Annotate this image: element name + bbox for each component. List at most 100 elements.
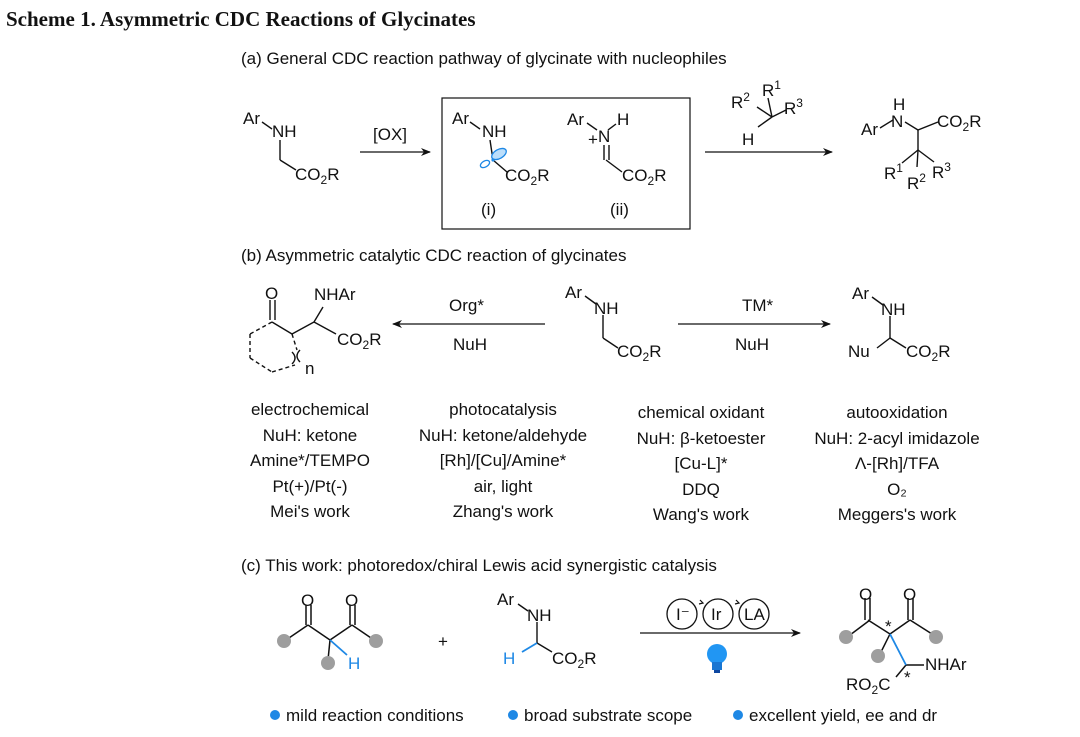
coupled-product [879,119,939,168]
radical-orbital-icon [479,147,507,169]
svg-text:O: O [265,284,278,303]
oxidant-label: [OX] [373,125,408,144]
right-nuh-label: NuH [735,335,770,354]
ch-bond [329,639,348,656]
svg-text:O: O [345,591,358,610]
svg-text:O: O [301,591,314,610]
svg-text:NH: NH [482,122,507,141]
glycinate-labels: Ar NH CO2R [243,109,339,187]
substituent-dot [321,656,335,670]
alpha-ch-bond [521,642,538,653]
column-line: O₂ [887,479,907,499]
column-line: NuH: 2-acyl imidazole [814,428,980,448]
svg-text:Ar: Ar [452,109,469,128]
column-line: Amine*/TEMPO [250,451,370,471]
svg-text:N: N [598,127,610,146]
svg-text:CO2R: CO2R [906,342,950,364]
svg-text:R2: R2 [731,90,750,112]
column-line: NuH: β-ketoester [636,428,766,448]
svg-text:Ar: Ar [567,110,584,129]
scheme-title: Scheme 1. Asymmetric CDC Reactions of Gl… [6,7,476,31]
svg-text:Ar: Ar [497,590,514,609]
column-line: Wang's work [652,505,750,525]
column-line: Mei's work [270,502,350,522]
substituent-dot [839,630,853,644]
column-line: Zhang's work [452,502,554,522]
feature-label: broad substrate scope [524,706,693,725]
column-chemical-oxidant: chemical oxidant NuH: β-ketoester [Cu-L]… [596,400,806,528]
svg-text:N: N [891,112,903,131]
svg-text:RO2C: RO2C [846,675,890,697]
svg-text:CO2R: CO2R [937,112,981,134]
bullet-icon [508,710,518,720]
bullet-icon [270,710,280,720]
svg-text:CO2R: CO2R [622,166,666,188]
svg-text:n: n [305,359,314,378]
svg-text:R3: R3 [784,96,803,118]
cycle-lewis-acid-label: LA [744,605,765,624]
svg-text:NHAr: NHAr [925,655,967,674]
svg-text:Ar: Ar [243,109,260,128]
section-c-heading: (c) This work: photoredox/chiral Lewis a… [241,556,717,575]
left-nuh-label: NuH [453,335,488,354]
column-line: air, light [473,476,533,496]
column-autooxidation: autooxidation NuH: 2-acyl imidazole Λ-[R… [792,400,1002,528]
substituent-dot [369,634,383,648]
new-cc-bond [889,633,907,666]
central-glycinate [584,295,619,349]
svg-text:CO2R: CO2R [505,166,549,188]
svg-text:+: + [588,130,598,149]
feature-item: broad substrate scope [508,706,692,726]
diketone-substrate [285,605,375,661]
cycle-iridium-label: Ir [711,605,722,624]
column-line: chemical oxidant [637,403,765,422]
feature-label: excellent yield, ee and dr [749,706,938,725]
svg-text:Nu: Nu [848,342,870,361]
column-line: Λ-[Rh]/TFA [854,454,940,474]
svg-text:NH: NH [272,122,297,141]
light-bulb-icon [707,644,727,673]
svg-text:NH: NH [527,606,552,625]
nucleophile-reagent [756,97,787,128]
svg-text:CO2R: CO2R [295,165,339,187]
column-line: Meggers's work [837,505,957,525]
svg-text:CO2R: CO2R [552,649,596,671]
plus-sign: + [438,632,448,651]
column-line: [Cu-L]* [674,454,728,474]
svg-text:O: O [859,585,872,604]
svg-text:NH: NH [881,300,906,319]
substituent-dot [277,634,291,648]
glycinate-reagent [517,603,553,653]
svg-text:H: H [617,110,629,129]
cyclic-ketone-product [249,300,337,373]
svg-text:R1: R1 [884,161,903,183]
column-line: NuH: ketone/aldehyde [418,425,588,445]
svg-text:H: H [742,130,754,149]
column-line: NuH: ketone [262,425,358,445]
column-line: Pt(+)/Pt(-) [272,476,348,496]
section-b-heading: (b) Asymmetric catalytic CDC reaction of… [241,246,627,265]
column-electrochemical: electrochemical NuH: ketone Amine*/TEMPO… [205,397,415,525]
svg-text:CO2R: CO2R [617,342,661,364]
column-line: autooxidation [846,403,948,422]
feature-label: mild reaction conditions [286,706,464,725]
intermediate-i-label: (i) [481,200,497,219]
intermediate-ii-label: (ii) [610,200,629,219]
svg-text:*: * [904,668,911,687]
svg-text:CO2R: CO2R [337,330,381,352]
catalytic-cycle-icons: I⁻ Ir LA [666,598,770,630]
svg-text:NH: NH [594,299,619,318]
svg-text:NHAr: NHAr [314,285,356,304]
svg-text:H: H [348,654,360,673]
cycle-iodide-label: I⁻ [676,605,690,624]
org-catalyst-label: Org* [449,296,484,315]
svg-text:R1: R1 [762,78,781,100]
nucleophile-product [871,296,907,349]
intermediates-box [441,97,691,230]
column-photocatalysis: photocatalysis NuH: ketone/aldehyde [Rh]… [398,397,608,525]
coupled-diketone-product [849,598,933,678]
column-line: photocatalysis [449,400,557,419]
svg-text:Ar: Ar [852,284,869,303]
column-line: electrochemical [250,400,370,419]
